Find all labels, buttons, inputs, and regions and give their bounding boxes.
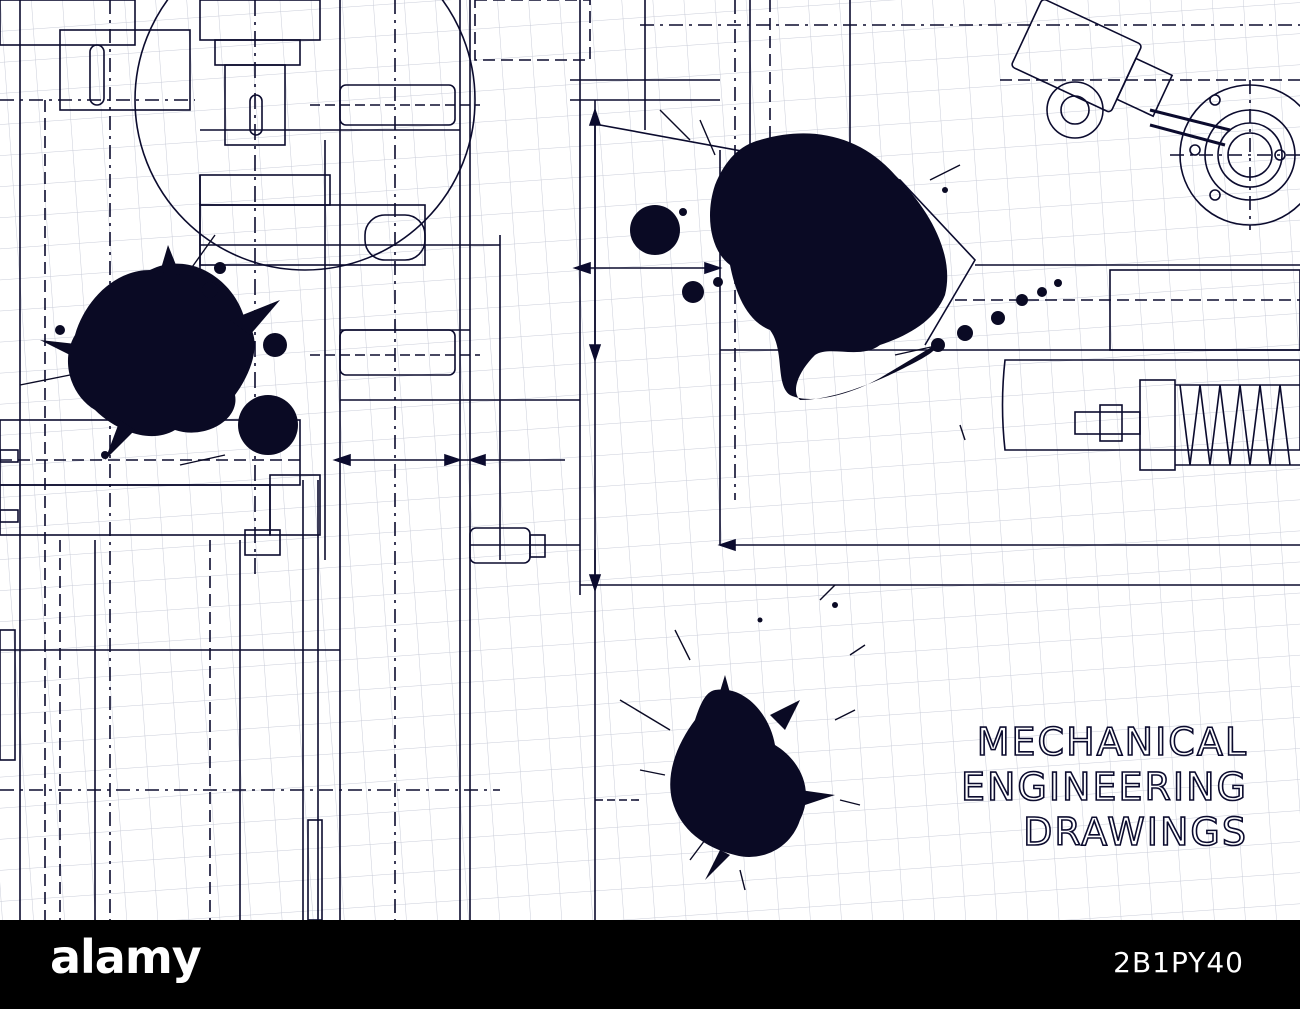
alamy-logo: alamy — [50, 930, 202, 984]
title-block: MECHANICAL ENGINEERING DRAWINGS — [960, 719, 1248, 855]
title-line-1: MECHANICAL — [976, 719, 1248, 765]
watermark-bar: alamy 2B1PY40 — [0, 920, 1300, 1009]
engineering-drawing: MECHANICAL ENGINEERING DRAWINGS — [0, 0, 1300, 920]
title-line-2: ENGINEERING — [960, 764, 1248, 810]
image-id-label: 2B1PY40 — [1113, 946, 1244, 979]
ink-blots — [40, 133, 1062, 880]
ink-splatter — [19, 109, 966, 891]
title-line-3: DRAWINGS — [1022, 809, 1248, 855]
blueprint-canvas — [0, 0, 1300, 920]
